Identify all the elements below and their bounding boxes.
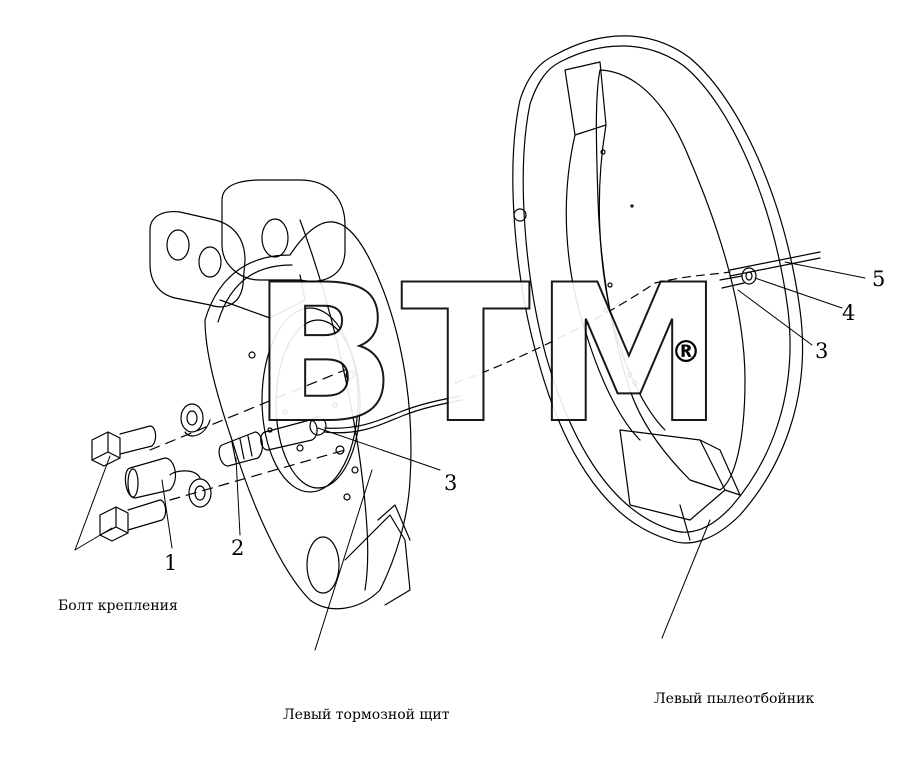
dust-shield-inner-opening xyxy=(595,69,746,491)
leader-2 xyxy=(235,457,241,536)
dust-shield-hole xyxy=(513,208,527,222)
leader-brake-shield xyxy=(314,469,373,651)
bolt-upper xyxy=(91,425,157,467)
callout-3a: 3 xyxy=(444,471,457,495)
leader-4 xyxy=(754,277,843,309)
sensor-holder xyxy=(218,431,264,467)
callout-2: 2 xyxy=(231,536,244,560)
brake-shield-boss-left xyxy=(149,210,246,308)
leader-lines xyxy=(74,261,866,651)
leader-5 xyxy=(784,261,866,279)
dust-shield-rim-inner xyxy=(522,45,791,533)
btm-watermark: BTM ® xyxy=(251,243,728,466)
dust-shield-lower-block xyxy=(619,429,726,521)
caption-bolt: Болт крепления xyxy=(58,598,178,614)
leader-1 xyxy=(161,479,173,549)
leader-3b xyxy=(737,289,813,346)
brake-shield xyxy=(149,179,412,610)
brake-shield-plate xyxy=(204,221,412,610)
bolt-lower xyxy=(99,499,167,542)
callout-5: 5 xyxy=(872,267,885,291)
spacer xyxy=(169,470,201,479)
speed-sensor xyxy=(260,395,463,451)
washer-upper xyxy=(180,403,211,437)
bushing-cylinder xyxy=(124,457,177,499)
leader-dust-shield xyxy=(661,519,711,639)
leader-3a xyxy=(317,427,441,471)
dust-shield xyxy=(512,35,821,544)
clip xyxy=(729,251,821,277)
registered-mark: ® xyxy=(671,335,701,370)
watermark-text: BTM xyxy=(252,244,728,465)
caption-dust-shield: Левый пылеотбойник xyxy=(654,691,814,707)
caption-brake-shield: Левый тормозной щит xyxy=(283,707,450,723)
brake-shield-center-hole xyxy=(261,307,359,493)
callout-1: 1 xyxy=(164,551,177,575)
dust-shield-outer-rim xyxy=(512,35,804,544)
sensor-cable xyxy=(324,395,461,429)
callout-4: 4 xyxy=(842,301,855,325)
brake-shield-lower-hole xyxy=(306,536,340,594)
washer-lower xyxy=(188,478,212,508)
callout-3b: 3 xyxy=(815,339,828,363)
leader-bolt-a xyxy=(74,455,111,551)
mounting-bolts xyxy=(91,403,212,542)
leader-bolt-b xyxy=(74,527,113,551)
grommet xyxy=(741,267,757,285)
